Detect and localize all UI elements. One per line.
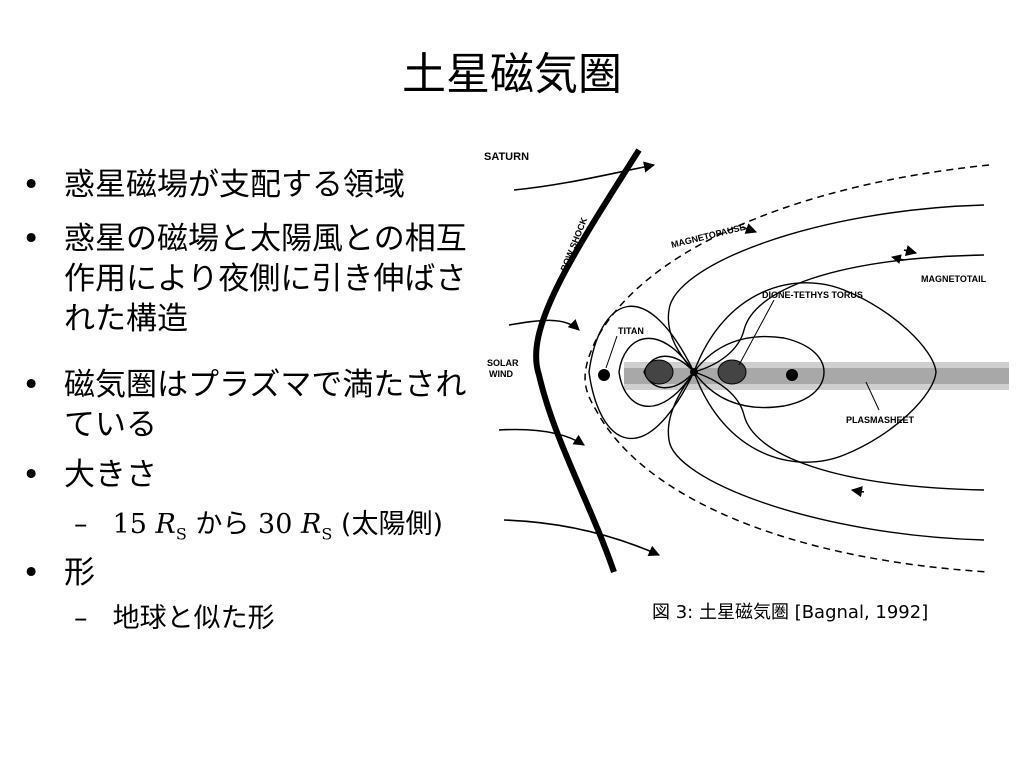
flow-arrows xyxy=(498,161,918,557)
radius-symbol: R xyxy=(301,509,322,540)
inner-moon xyxy=(786,369,798,381)
bullet-text: 大きさ xyxy=(64,457,157,493)
sub-dash: – xyxy=(74,509,88,540)
label-plasmasheet: PLASMASHEET xyxy=(846,415,915,425)
bullet-text: 磁気圏はプラズマで満たされている xyxy=(64,367,467,443)
bullet-marker: • xyxy=(22,167,41,203)
bullet-marker: • xyxy=(22,555,41,591)
slide-title: 土星磁気圏 xyxy=(402,49,622,100)
bullet-marker: • xyxy=(22,221,41,257)
saturn-body xyxy=(644,359,747,385)
magnetopause-curve xyxy=(584,164,990,573)
plasma-sheet-band xyxy=(624,362,1009,390)
sub-dash: – xyxy=(74,603,88,634)
radius-subscript: S xyxy=(175,524,187,544)
shape-text: 地球と似た形 xyxy=(112,603,275,634)
bullet-item: • 大きさ xyxy=(22,455,502,495)
bullet-item: • 惑星の磁場と太陽風との相互作用により夜側に引き伸ばされた構造 xyxy=(22,219,502,339)
kara-text: から xyxy=(195,509,250,540)
label-magnetotail: MAGNETOTAIL xyxy=(921,274,987,284)
label-solar: SOLAR xyxy=(487,358,519,368)
torus-leader-line xyxy=(738,299,775,366)
label-saturn: SATURN xyxy=(484,151,529,163)
size-subitem: – 15 RS から 30 RS (太陽側) xyxy=(74,507,443,552)
magnetosphere-figure: SATURN BOW SHOCK MAGNETOPAUSE MAGNETOTAI… xyxy=(484,148,1009,573)
field-lines xyxy=(588,204,985,541)
plasmasheet-leader-line xyxy=(865,381,880,411)
bow-shock-curve xyxy=(533,148,642,573)
bullet-text: 惑星の磁場と太陽風との相互作用により夜側に引き伸ばされた構造 xyxy=(64,221,467,337)
bullet-marker: • xyxy=(22,457,41,493)
radius-subscript: S xyxy=(321,524,333,544)
label-dione-tethys: DIONE-TETHYS TORUS xyxy=(762,290,863,300)
label-magnetopause: MAGNETOPAUSE xyxy=(670,222,746,250)
bullet-marker: • xyxy=(22,367,41,403)
label-bow-shock: BOW SHOCK xyxy=(559,216,590,273)
bullet-item: • 形 xyxy=(22,553,502,593)
titan-moon xyxy=(598,369,610,381)
size-value-2: 30 xyxy=(258,509,293,540)
label-wind: WIND xyxy=(489,369,513,379)
figure-caption: 図 3: 土星磁気圏 [Bagnal, 1992] xyxy=(652,602,929,623)
label-titan: TITAN xyxy=(618,326,644,336)
dayside-note: (太陽側) xyxy=(340,509,443,540)
shape-subitem: – 地球と似た形 xyxy=(74,601,275,637)
titan-leader-line xyxy=(605,335,618,369)
bullet-text: 惑星磁場が支配する領域 xyxy=(64,167,405,203)
bullet-item: • 磁気圏はプラズマで満たされている xyxy=(22,365,502,445)
radius-symbol: R xyxy=(155,509,176,540)
bullet-text: 形 xyxy=(64,555,95,591)
size-value-1: 15 xyxy=(112,509,147,540)
bullet-item: • 惑星磁場が支配する領域 xyxy=(22,165,502,205)
